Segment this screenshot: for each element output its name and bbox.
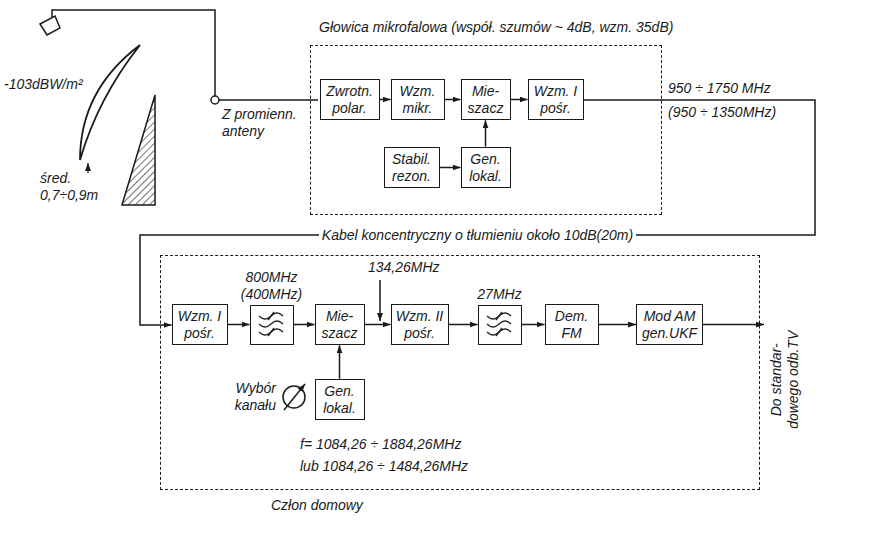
dish-reflector <box>80 45 140 160</box>
unit-heading: Człon domowy <box>271 497 363 514</box>
antenna-support <box>122 95 155 205</box>
signal-connector <box>449 324 478 326</box>
block-name: Wzm. mikr. <box>396 83 440 117</box>
block-name: Stabil. rezon. <box>389 151 435 185</box>
process-box: Mie- szacz <box>461 79 511 121</box>
filter-frequency: 800MHz (400MHz) <box>235 269 309 303</box>
block-name: Mie- szacz <box>466 83 506 117</box>
signal-connector <box>440 167 461 169</box>
signal-connector <box>485 120 487 146</box>
filter-stroke <box>496 328 502 336</box>
filter-wave <box>487 313 511 319</box>
signal-connector <box>511 99 528 101</box>
input-wire <box>219 99 318 101</box>
block-name: Gen. lokal. <box>320 383 360 417</box>
diameter-arrow <box>87 163 88 173</box>
unit-heading: Głowica mikrofalowa (współ. szumów ~ 4dB… <box>319 19 673 36</box>
annotation-label: 134,26MHz <box>368 259 440 276</box>
annotation-label: f= 1084,26 ÷ 1884,26MHz <box>300 436 461 453</box>
signal-connector <box>228 324 250 326</box>
filter-stroke <box>268 312 274 320</box>
tuning-arrow <box>284 384 305 410</box>
process-box: Dem. FM <box>545 304 599 346</box>
block-name: Gen. lokal. <box>466 151 506 185</box>
signal-connector <box>339 345 341 378</box>
signal-connector <box>522 324 545 326</box>
process-box: Wzm. mikr. <box>391 79 445 121</box>
input-terminal <box>211 96 219 104</box>
process-box: Stabil. rezon. <box>384 147 440 189</box>
annotation-label: Wybór kanału <box>212 380 276 414</box>
block-name: Zwrotn. polar. <box>325 83 375 117</box>
annotation-label: lub 1084,26 ÷ 1484,26MHz <box>300 458 468 475</box>
block-name: Wzm. II pośr. <box>396 308 444 342</box>
annotation-label: 950 ÷ 1750 MHz <box>668 80 771 97</box>
annotation-label: (950 ÷ 1350MHz) <box>668 104 776 121</box>
signal-connector <box>380 99 391 101</box>
filter-symbol <box>251 306 292 343</box>
feed-horn <box>40 16 60 35</box>
process-box: Zwrotn. polar. <box>320 79 380 121</box>
output-arrow <box>703 324 764 326</box>
signal-connector <box>140 100 815 325</box>
process-box: Gen. lokal. <box>461 147 511 189</box>
block-name: Wzm. I pośr. <box>177 308 223 342</box>
block-name: Mod AM gen.UKF <box>641 308 698 342</box>
filter-wave <box>487 329 511 335</box>
filter-wave <box>259 321 283 327</box>
filter-wave <box>259 313 283 319</box>
process-box: Wzm. I pośr. <box>172 304 228 346</box>
signal-connector <box>445 99 461 101</box>
unit-frame: Człon domowyWzm. I pośr.800MHz (400MHz)M… <box>160 255 760 490</box>
annotation-label: -103dBW/m² <box>4 76 83 93</box>
filter-stroke <box>496 312 502 320</box>
connector-label: Kabel koncentryczny o tłumieniu około 10… <box>319 227 636 243</box>
block-name: Mie- szacz <box>320 308 360 342</box>
if-injection-arrow <box>379 280 381 321</box>
filter-wave <box>259 329 283 335</box>
filter-symbol <box>479 306 520 343</box>
filter-wave <box>487 321 511 327</box>
unit-frame: Głowica mikrofalowa (współ. szumów ~ 4dB… <box>310 45 662 215</box>
process-box: Wzm. I pośr. <box>528 79 584 121</box>
annotation-label: śred. 0,7÷0,9m <box>40 170 90 204</box>
process-box: Gen. lokal. <box>315 379 365 421</box>
filter-stroke <box>268 328 274 336</box>
process-box: Mie- szacz <box>315 304 365 346</box>
filter-block: 27MHz <box>478 305 522 345</box>
signal-connector <box>365 324 391 326</box>
filter-block: 800MHz (400MHz) <box>250 305 294 345</box>
process-box: Wzm. II pośr. <box>391 304 449 346</box>
annotation-label: Z promienn. anteny <box>222 106 304 140</box>
process-box: Mod AM gen.UKF <box>636 304 703 346</box>
block-name: Wzm. I pośr. <box>533 83 579 117</box>
filter-frequency: 27MHz <box>463 286 537 303</box>
signal-connector <box>599 324 637 326</box>
block-name: Dem. FM <box>550 308 594 342</box>
annotation-label: Do standar- dowego odb.TV <box>768 325 802 435</box>
signal-connector <box>294 324 315 326</box>
